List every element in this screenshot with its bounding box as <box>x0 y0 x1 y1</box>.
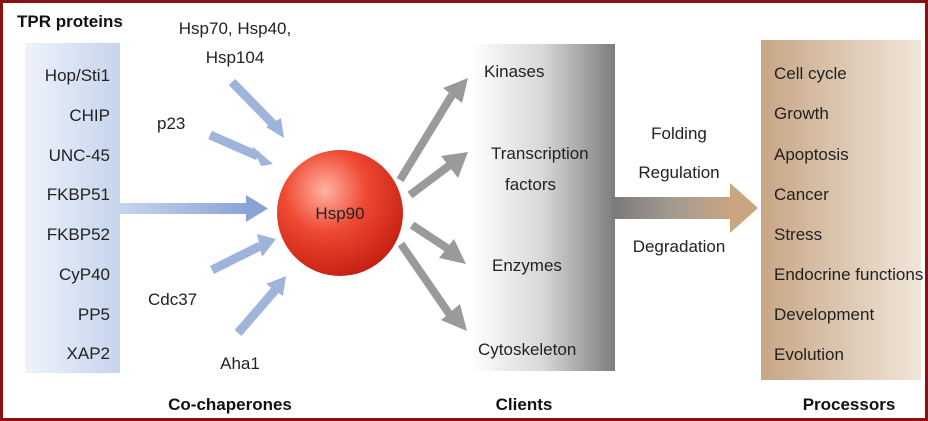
process-folding: Folding <box>651 124 707 143</box>
cochaperone-hsp70-hsp40: Hsp70, Hsp40, <box>179 19 291 38</box>
processor-development: Development <box>774 305 874 324</box>
cochaperone-p23: p23 <box>157 114 185 133</box>
cochaperone-hsp104: Hsp104 <box>206 48 265 67</box>
clients-box <box>470 44 615 371</box>
process-regulation: Regulation <box>638 163 719 182</box>
client-arrows <box>396 78 468 331</box>
processor-growth: Growth <box>774 104 829 123</box>
client-transcription: Transcription <box>491 144 589 163</box>
cochaperone-cdc37: Cdc37 <box>148 290 197 309</box>
tpr-item-pp5: PP5 <box>78 305 110 324</box>
tpr-item-hop-sti1: Hop/Sti1 <box>45 66 110 85</box>
hsp90-hub <box>277 150 403 276</box>
cochaperones-title: Co-chaperones <box>168 395 292 414</box>
processor-evolution: Evolution <box>774 345 844 364</box>
tpr-item-fkbp52: FKBP52 <box>47 225 110 244</box>
tpr-item-fkbp51: FKBP51 <box>47 185 110 204</box>
client-factors: factors <box>505 175 556 194</box>
client-enzymes: Enzymes <box>492 256 562 275</box>
processor-endocrine-functions: Endocrine functions <box>774 265 923 284</box>
hsp90-label: Hsp90 <box>315 204 364 223</box>
clients-to-processors-arrow <box>612 183 758 233</box>
processor-apoptosis: Apoptosis <box>774 145 849 164</box>
client-kinases: Kinases <box>484 62 544 81</box>
cochaperone-arrows <box>208 78 286 336</box>
processors-box <box>761 40 921 380</box>
cochaperone-aha1: Aha1 <box>220 354 260 373</box>
tpr-box <box>25 43 120 373</box>
tpr-to-hub-arrow <box>118 195 268 222</box>
processor-cancer: Cancer <box>774 185 829 204</box>
processor-stress: Stress <box>774 225 822 244</box>
clients-title: Clients <box>496 395 553 414</box>
processor-cell-cycle: Cell cycle <box>774 64 847 83</box>
process-degradation: Degradation <box>633 237 726 256</box>
tpr-item-unc-45: UNC-45 <box>49 146 110 165</box>
tpr-item-xap2: XAP2 <box>67 344 110 363</box>
tpr-item-cyp40: CyP40 <box>59 265 110 284</box>
tpr-proteins-title: TPR proteins <box>17 12 123 31</box>
tpr-item-chip: CHIP <box>69 106 110 125</box>
client-cytoskeleton: Cytoskeleton <box>478 340 576 359</box>
processors-title: Processors <box>803 395 896 414</box>
